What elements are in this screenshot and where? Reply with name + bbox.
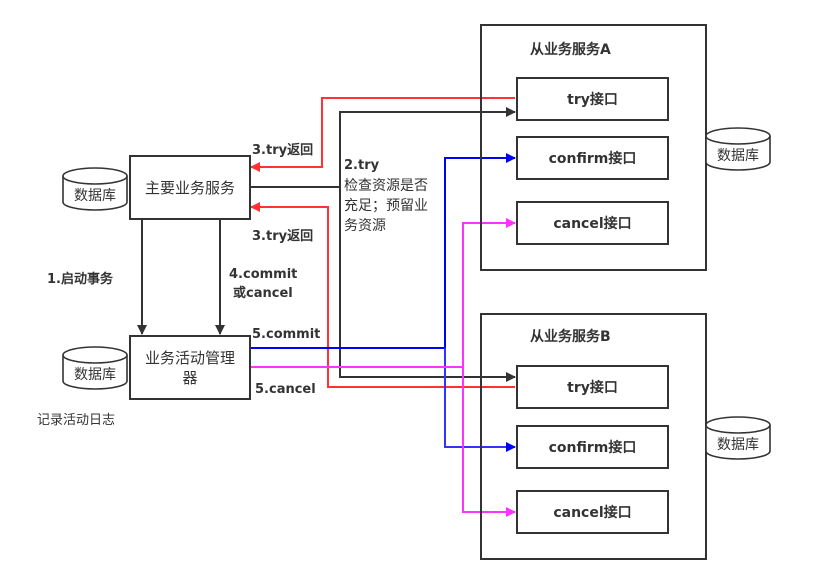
main-service-label: 主要业务服务	[144, 178, 235, 197]
main-service-database: 数据库	[61, 164, 129, 211]
database-icon	[705, 416, 771, 460]
service-a-title: 从业务服务A	[530, 42, 611, 58]
service-b-title: 从业务服务B	[530, 329, 611, 345]
label-try-return-b: 3.try返回	[252, 229, 314, 244]
label-try-call-line2: 检查资源是否充足；预留业务资源	[344, 178, 428, 234]
label-cancel: 5.cancel	[255, 382, 316, 397]
edge-cancel-to-a	[250, 218, 516, 368]
service-b-cancel-interface[interactable]: cancel接口	[516, 490, 669, 534]
service-a-database: 数据库	[704, 124, 772, 171]
edge-try-return-a	[250, 97, 515, 172]
edge-cancel-to-b	[462, 367, 516, 517]
label-commit: 5.commit	[252, 327, 321, 342]
edge-commit-to-b	[444, 348, 516, 452]
label-commit-or-cancel-line1: 4.commit	[229, 267, 298, 282]
database-label: 数据库	[74, 188, 116, 204]
edge-try-to-b	[339, 187, 516, 382]
database-icon	[62, 346, 128, 390]
activity-log-note: 记录活动日志	[37, 413, 116, 428]
service-a-confirm-interface[interactable]: confirm接口	[516, 136, 669, 180]
service-a-try-interface[interactable]: try接口	[516, 77, 669, 121]
activity-manager-database: 数据库	[61, 343, 129, 390]
database-label: 数据库	[717, 148, 759, 164]
activity-manager-label: 业务活动管理器	[144, 348, 235, 387]
database-icon	[705, 127, 771, 171]
service-a-cancel-interface[interactable]: cancel接口	[516, 201, 669, 245]
label-commit-or-cancel-line2: 或cancel	[233, 286, 293, 301]
activity-manager-node[interactable]: 业务活动管理器	[129, 335, 251, 400]
label-start-tx: 1.启动事务	[47, 272, 113, 287]
interface-label: confirm接口	[548, 151, 637, 167]
interface-label: cancel接口	[553, 505, 632, 521]
database-label: 数据库	[74, 367, 116, 383]
database-icon	[62, 167, 128, 211]
interface-label: confirm接口	[548, 440, 637, 456]
interface-label: try接口	[567, 92, 618, 108]
service-b-confirm-interface[interactable]: confirm接口	[516, 425, 669, 469]
main-service-node[interactable]: 主要业务服务	[129, 155, 251, 220]
service-b-try-interface[interactable]: try接口	[516, 365, 669, 409]
label-try-return-a: 3.try返回	[252, 143, 314, 158]
database-label: 数据库	[717, 437, 759, 453]
service-b-database: 数据库	[704, 413, 772, 460]
edge-try-return-b	[250, 202, 515, 388]
label-try-call-line1: 2.try	[344, 158, 380, 173]
edge-try-to-a	[250, 107, 516, 188]
interface-label: cancel接口	[553, 216, 632, 232]
interface-label: try接口	[567, 380, 618, 396]
